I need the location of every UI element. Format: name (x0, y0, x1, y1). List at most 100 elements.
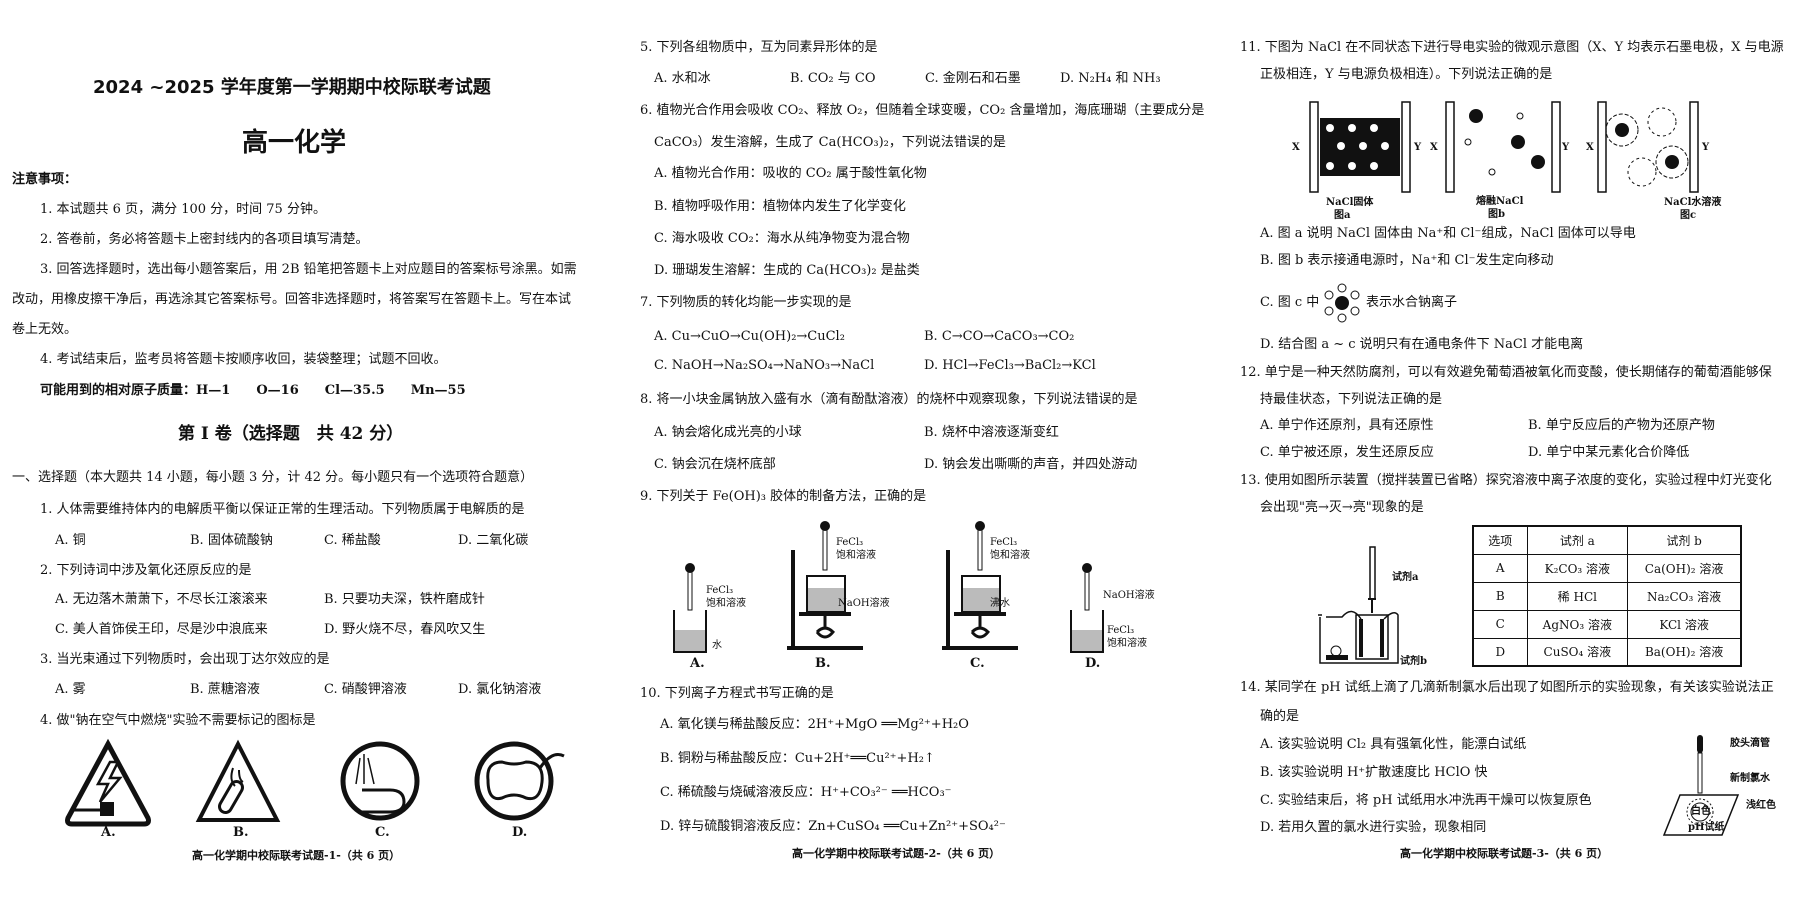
fig-c-label: 图c (1680, 210, 1697, 221)
fig-b-caption: 熔融NaCl (1476, 196, 1524, 207)
q12-option-c: C. 单宁被还原，发生还原反应 (1260, 445, 1434, 460)
q2-stem: 2. 下列诗词中涉及氧化还原反应的是 (40, 563, 252, 578)
q9-label-a: A. (690, 656, 705, 671)
q11-option-c: C. 图 c 中 (1260, 295, 1320, 310)
notice-1: 1. 本试题共 6 页，满分 100 分，时间 75 分钟。 (40, 202, 326, 217)
q12-option-b: B. 单宁反应后的产物为还原产物 (1528, 418, 1715, 433)
notice-4: 4. 考试结束后，监考员将答题卡按顺序收回，装袋整理；试题不回收。 (40, 352, 447, 367)
q9-stem: 9. 下列关于 Fe(OH)₃ 胶体的制备方法，正确的是 (640, 489, 927, 504)
page-2-footer: 高一化学期中校际联考试题-2-（共 6 页） (792, 847, 1001, 860)
q3-option-d: D. 氯化钠溶液 (458, 682, 542, 697)
table-cell: C (1472, 609, 1528, 639)
fig-a-y: Y (1414, 142, 1422, 153)
fig-c-solution (1597, 101, 1699, 193)
q4-label-c: C. (375, 825, 390, 840)
q9-c-boiling: 沸水 (990, 598, 1010, 609)
electric-hazard-icon (65, 738, 151, 827)
q4-stem: 4. 做"钠在空气中燃烧"实验不需要标记的图标是 (40, 713, 316, 728)
q7-option-a: A. Cu→CuO→Cu(OH)₂→CuCl₂ (654, 329, 845, 344)
q10-option-d: D. 锌与硫酸铜溶液反应：Zn+CuSO₄ ══Cu+Zn²⁺+SO₄²⁻ (660, 819, 1006, 834)
q9-d-saturated: 饱和溶液 (1107, 638, 1147, 649)
q10-option-b: B. 铜粉与稀盐酸反应：Cu+2H⁺══Cu²⁺+H₂↑ (660, 751, 935, 766)
white-label: 白色 (1691, 806, 1711, 817)
q9-c-fecl3: FeCl₃ (990, 537, 1018, 548)
q6-option-c: C. 海水吸收 CO₂：海水从纯净物变为混合物 (654, 231, 910, 246)
q14-stem: 14. 某同学在 pH 试纸上滴了几滴新制氯水后出现了如图所示的实验现象，有关该… (1240, 680, 1774, 695)
reagent-b-label: 试剂b (1400, 656, 1427, 667)
goggles-icon (474, 741, 565, 821)
q9-b-saturated: 饱和溶液 (836, 550, 876, 561)
q9-label-d: D. (1085, 656, 1101, 671)
q4-label-d: D. (512, 825, 528, 840)
table-cell: K₂CO₃ 溶液 (1526, 553, 1629, 583)
q11-stem-cont: 正极相连，Y 与电源负极相连）。下列说法正确的是 (1260, 67, 1553, 82)
beaker-b-heating-diagram (787, 521, 863, 650)
table-cell: A (1472, 553, 1528, 583)
fig-b-x: X (1430, 142, 1438, 153)
q10-option-c: C. 稀硫酸与烧碱溶液反应：H⁺+CO₃²⁻ ══HCO₃⁻ (660, 785, 952, 800)
q9-c-saturated: 饱和溶液 (990, 550, 1030, 561)
table-cell: D (1472, 637, 1528, 667)
notice-2: 2. 答卷前，务必将答题卡上密封线内的各项目填写清楚。 (40, 232, 369, 247)
q11-option-b: B. 图 b 表示接通电源时，Na⁺和 Cl⁻发生定向移动 (1260, 253, 1554, 268)
q5-option-d: D. N₂H₄ 和 NH₃ (1060, 71, 1161, 86)
table-cell: AgNO₃ 溶液 (1526, 609, 1629, 639)
table-cell: Ba(OH)₂ 溶液 (1627, 637, 1742, 667)
q12-stem-cont: 持最佳状态，下列说法正确的是 (1260, 392, 1443, 407)
q13-stem-cont: 会出现"亮→灭→亮"现象的是 (1260, 500, 1424, 515)
q6-stem: 6. 植物光合作用会吸收 CO₂、释放 O₂，但随着全球变暖，CO₂ 含量增加，… (640, 103, 1205, 118)
q2-option-b: B. 只要功夫深，铁杵磨成针 (324, 592, 485, 607)
q2-option-a: A. 无边落木萧萧下，不尽长江滚滚来 (55, 592, 268, 607)
q14-option-a: A. 该实验说明 Cl₂ 具有强氧化性，能漂白试纸 (1260, 737, 1527, 752)
table-header: 试剂 a (1526, 525, 1629, 555)
q9-d-naoh: NaOH溶液 (1103, 590, 1155, 601)
subject-title: 高一化学 (242, 128, 347, 158)
q1-option-d: D. 二氧化碳 (458, 533, 529, 548)
q12-option-d: D. 单宁中某元素化合价降低 (1528, 445, 1690, 460)
q4-label-b: B. (233, 825, 249, 840)
page-3-footer: 高一化学期中校际联考试题-3-（共 6 页） (1400, 847, 1609, 860)
conductivity-apparatus-diagram (1318, 546, 1399, 664)
q9-a-fecl3: FeCl₃ (706, 585, 734, 596)
notice-3-cont: 改动，用橡皮擦干净后，再选涂其它答案标号。回答非选择题时，将答案写在答题卡上。写… (12, 292, 572, 307)
section-heading: 一、选择题（本大题共 14 小题，每小题 3 分，计 42 分。每小题只有一个选… (12, 470, 534, 485)
q7-option-c: C. NaOH→Na₂SO₄→NaNO₃→NaCl (654, 358, 875, 373)
q6-option-b: B. 植物呼吸作用：植物体内发生了化学变化 (654, 199, 906, 214)
table-cell: KCl 溶液 (1627, 609, 1742, 639)
q6-stem-cont: CaCO₃）发生溶解，生成了 Ca(HCO₃)₂，下列说法错误的是 (654, 135, 1006, 150)
ph-paper-dropper-diagram (1662, 735, 1740, 836)
q1-stem: 1. 人体需要维持体内的电解质平衡以保证正常的生理活动。下列物质属于电解质的是 (40, 502, 525, 517)
fig-c-x: X (1586, 142, 1594, 153)
q3-stem: 3. 当光束通过下列物质时，会出现丁达尔效应的是 (40, 652, 330, 667)
q2-option-d: D. 野火烧不尽，春风吹又生 (324, 622, 486, 637)
q9-a-water: 水 (712, 640, 722, 651)
q14-stem-cont: 确的是 (1260, 709, 1300, 724)
q3-option-b: B. 蔗糖溶液 (190, 682, 260, 697)
beaker-c-heating-diagram (942, 521, 1018, 650)
q14-option-c: C. 实验结束后，将 pH 试纸用水冲洗再干燥可以恢复原色 (1260, 793, 1592, 808)
hydrated-sodium-ion-icon (1324, 283, 1360, 323)
table-cell: B (1472, 581, 1528, 611)
table-header: 选项 (1472, 525, 1528, 555)
wash-hands-icon (340, 741, 420, 821)
q12-stem: 12. 单宁是一种天然防腐剂，可以有效避免葡萄酒被氧化而变酸，使长期储存的葡萄酒… (1240, 365, 1772, 380)
fig-b-molten (1445, 101, 1561, 193)
ph-paper-label: pH试纸 (1688, 822, 1725, 833)
fig-c-caption: NaCl水溶液 (1664, 197, 1722, 208)
q11-stem: 11. 下图为 NaCl 在不同状态下进行导电实验的微观示意图（X、Y 均表示石… (1240, 40, 1784, 55)
fig-a-label: 图a (1334, 210, 1351, 221)
page-1-footer: 高一化学期中校际联考试题-1-（共 6 页） (192, 849, 401, 862)
table-cell: Na₂CO₃ 溶液 (1627, 581, 1742, 611)
q7-option-d: D. HCl→FeCl₃→BaCl₂→KCl (924, 358, 1096, 373)
q3-option-a: A. 雾 (55, 682, 86, 697)
q9-b-naoh: NaOH溶液 (838, 598, 890, 609)
notice-3-cont2: 卷上无效。 (12, 322, 78, 337)
light-red-label: 浅红色 (1746, 800, 1776, 811)
q3-option-c: C. 硝酸钾溶液 (324, 682, 407, 697)
q13-stem: 13. 使用如图所示装置（搅拌装置已省略）探究溶液中离子浓度的变化，实验过程中灯… (1240, 473, 1772, 488)
q5-option-c: C. 金刚石和石墨 (925, 71, 1021, 86)
